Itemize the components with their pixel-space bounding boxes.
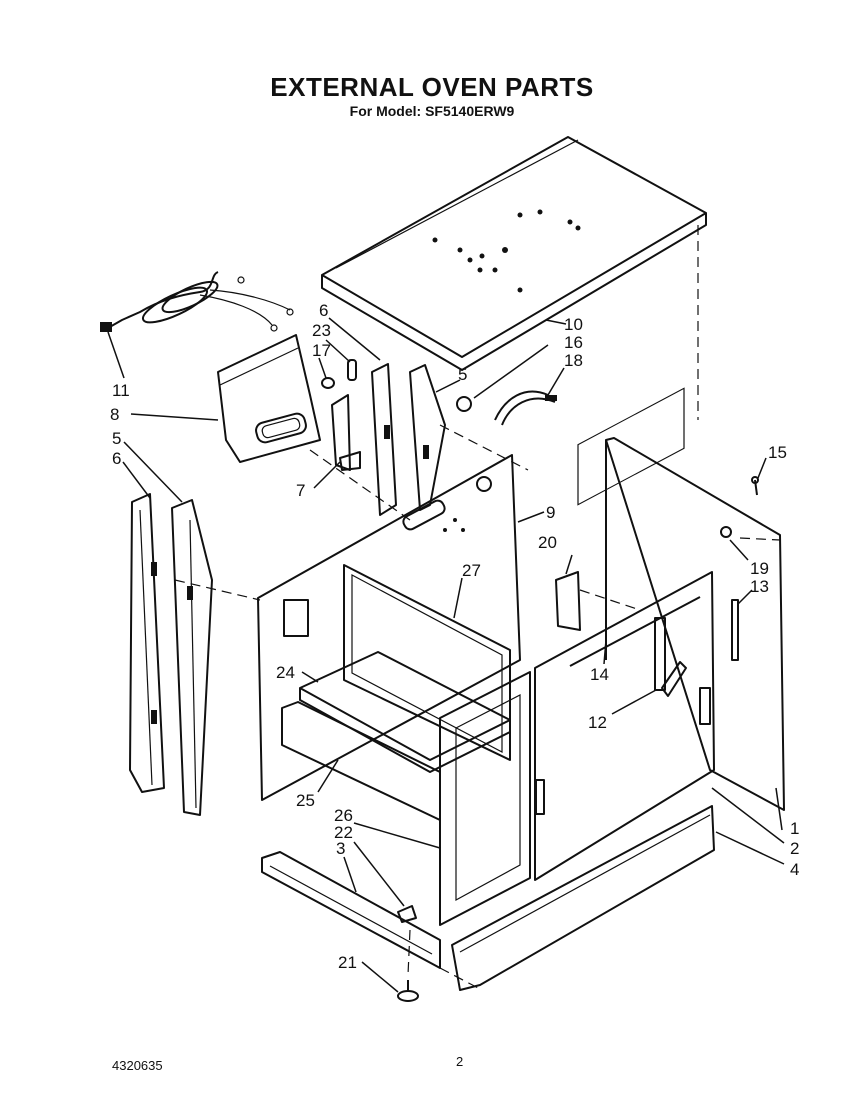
callout-10: 10 <box>564 315 583 334</box>
callout-12: 12 <box>588 713 607 732</box>
part-side-panel <box>534 387 715 881</box>
part-vent-parts <box>555 571 701 697</box>
part-screw-15 <box>751 476 759 496</box>
callout-13: 13 <box>750 577 769 596</box>
callout-15: 15 <box>768 443 787 462</box>
callout-9: 9 <box>546 503 555 522</box>
part-front-frame <box>439 671 531 926</box>
leader-lines <box>107 317 785 993</box>
callout-18: 18 <box>564 351 583 370</box>
part-bracket-7 <box>331 394 361 471</box>
callout-2: 2 <box>790 839 799 858</box>
callout-16: 16 <box>564 333 583 352</box>
part-clip-17 <box>321 377 335 389</box>
callout-23: 23 <box>312 321 331 340</box>
callout-24: 24 <box>276 663 295 682</box>
callout-6-left: 6 <box>112 449 121 468</box>
part-rail-left <box>129 493 213 816</box>
callout-27: 27 <box>462 561 481 580</box>
assembly-lines <box>174 424 781 991</box>
callout-20: 20 <box>538 533 557 552</box>
page-title: EXTERNAL OVEN PARTS <box>270 72 594 102</box>
callout-4: 4 <box>790 860 799 879</box>
part-leveling-leg <box>397 980 419 1002</box>
callout-11: 11 <box>112 381 130 400</box>
part-wire-harness <box>456 390 557 426</box>
part-access-cover <box>217 334 321 463</box>
model-subtitle: For Model: SF5140ERW9 <box>349 103 515 119</box>
callout-1: 1 <box>790 819 799 838</box>
part-rear-panel <box>257 454 521 801</box>
part-base-channel <box>261 851 441 969</box>
part-rail-upper <box>371 363 446 516</box>
part-top-panel <box>321 136 707 371</box>
callout-26: 26 <box>334 806 353 825</box>
part-leveler-bracket <box>397 905 417 923</box>
callout-8: 8 <box>110 405 119 424</box>
callout-labels: 11 8 5 6 7 6 23 17 5 10 16 18 9 27 20 24… <box>110 301 799 972</box>
callout-6-top: 6 <box>319 301 328 320</box>
callout-14: 14 <box>590 665 609 684</box>
part-inner-side <box>605 437 785 811</box>
page-number: 2 <box>456 1054 464 1069</box>
callout-3: 3 <box>336 839 345 858</box>
callout-7: 7 <box>296 481 305 500</box>
callout-17: 17 <box>312 341 331 360</box>
callout-5-left: 5 <box>112 429 121 448</box>
callout-22: 22 <box>334 823 353 842</box>
part-floor-plate <box>299 651 511 773</box>
callout-25: 25 <box>296 791 315 810</box>
part-base-rail <box>451 805 715 991</box>
part-spacer-23 <box>347 359 357 381</box>
callout-19: 19 <box>750 559 769 578</box>
part-inner-back <box>343 564 511 761</box>
document-number: 4320635 <box>112 1058 163 1073</box>
part-power-cord <box>100 271 294 332</box>
callout-5-top: 5 <box>458 365 467 384</box>
callout-21: 21 <box>338 953 357 972</box>
